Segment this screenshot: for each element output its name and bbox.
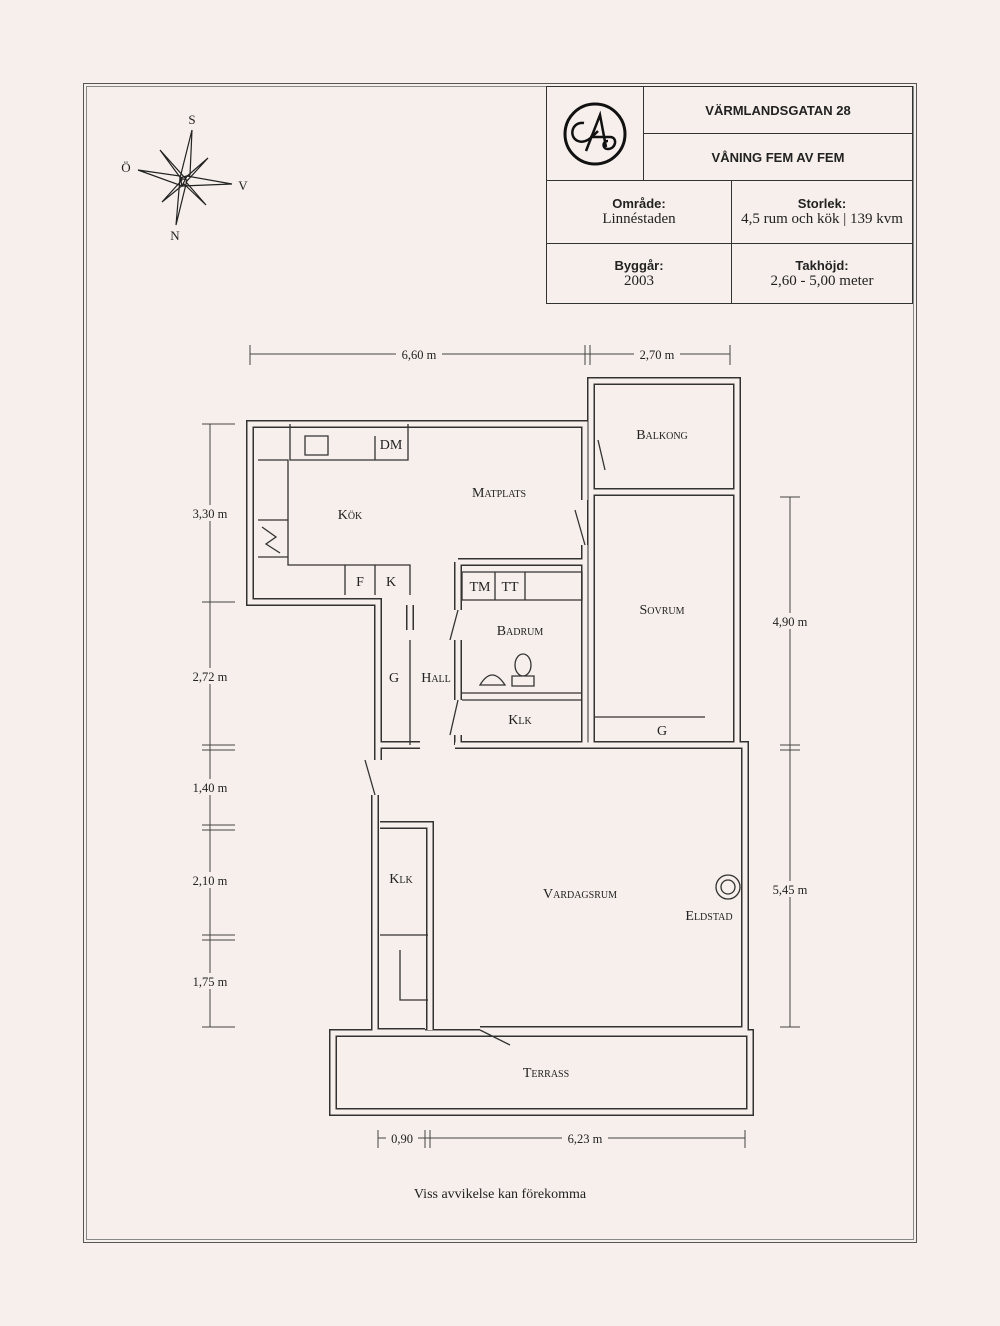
built-value: 2003: [624, 273, 654, 289]
dim-top-right: 2,70 m: [640, 348, 675, 362]
logo-icon: [563, 102, 627, 165]
room-balkong: Balkong: [636, 428, 688, 443]
built-cell: Byggår: 2003: [547, 244, 732, 304]
compass-o: Ö: [121, 160, 130, 175]
ceiling-cell: Takhöjd: 2,60 - 5,00 meter: [732, 244, 912, 304]
dim-left-2: 2,72 m: [193, 670, 228, 684]
compass-v: V: [238, 178, 248, 193]
dim-left-5: 1,75 m: [193, 975, 228, 989]
ceiling-value: 2,60 - 5,00 meter: [770, 273, 874, 289]
page-frame: [83, 83, 917, 1243]
dim-bottom-2: 6,23 m: [568, 1132, 603, 1146]
area-label: Område:: [612, 196, 666, 211]
label-tm: TM: [470, 580, 492, 595]
walls: [246, 377, 754, 1116]
dim-right-2: 5,45 m: [773, 883, 808, 897]
dim-right-1: 4,90 m: [773, 615, 808, 629]
dimension-labels: 6,60 m 2,70 m 3,30 m 2,72 m 1,40 m 2,10 …: [186, 346, 814, 1146]
room-terrass: Terrass: [523, 1066, 569, 1081]
label-k: K: [386, 575, 396, 590]
dim-left-3: 1,40 m: [193, 781, 228, 795]
address: VÄRMLANDSGATAN 28: [644, 87, 912, 134]
room-kok: Kök: [338, 508, 363, 523]
info-table: VÄRMLANDSGATAN 28 VÅNING FEM AV FEM Områ…: [546, 86, 913, 304]
dim-left-4: 2,10 m: [193, 874, 228, 888]
area-value: Linnéstaden: [602, 211, 676, 227]
size-cell: Storlek: 4,5 rum och kök | 139 kvm: [732, 181, 912, 244]
room-sovrum: Sovrum: [639, 603, 684, 618]
room-eldstad: Eldstad: [685, 909, 732, 924]
compass-s: S: [188, 112, 195, 127]
size-value: 4,5 rum och kök | 139 kvm: [741, 211, 903, 227]
dim-top-left: 6,60 m: [402, 348, 437, 362]
room-vardagsrum: Vardagsrum: [543, 887, 617, 902]
ceiling-label: Takhöjd:: [795, 258, 849, 273]
compass-n: N: [170, 228, 180, 243]
compass-icon: [137, 129, 233, 226]
room-hall: Hall: [421, 671, 451, 686]
dim-bottom-1: 0,90: [391, 1132, 413, 1146]
disclaimer-note: Viss avvikelse kan förekomma: [413, 1187, 587, 1202]
label-dm: DM: [380, 438, 403, 453]
room-badrum: Badrum: [497, 624, 544, 639]
room-klk-2: Klk: [389, 872, 413, 887]
room-labels: Kök Matplats Balkong Sovrum Badrum Hall …: [338, 428, 733, 1081]
size-label: Storlek:: [797, 196, 847, 211]
label-f: F: [356, 575, 364, 590]
built-label: Byggår:: [614, 258, 664, 273]
label-tt: TT: [501, 580, 519, 595]
dimension-lines: [202, 345, 800, 1148]
label-g-hall: G: [389, 671, 399, 686]
room-matplats: Matplats: [472, 486, 526, 501]
area-cell: Område: Linnéstaden: [547, 181, 732, 244]
dim-left-1: 3,30 m: [193, 507, 228, 521]
room-klk: Klk: [508, 713, 532, 728]
label-g-sovrum: G: [657, 724, 667, 739]
floor-level: VÅNING FEM AV FEM: [644, 134, 912, 181]
logo: [547, 87, 644, 181]
